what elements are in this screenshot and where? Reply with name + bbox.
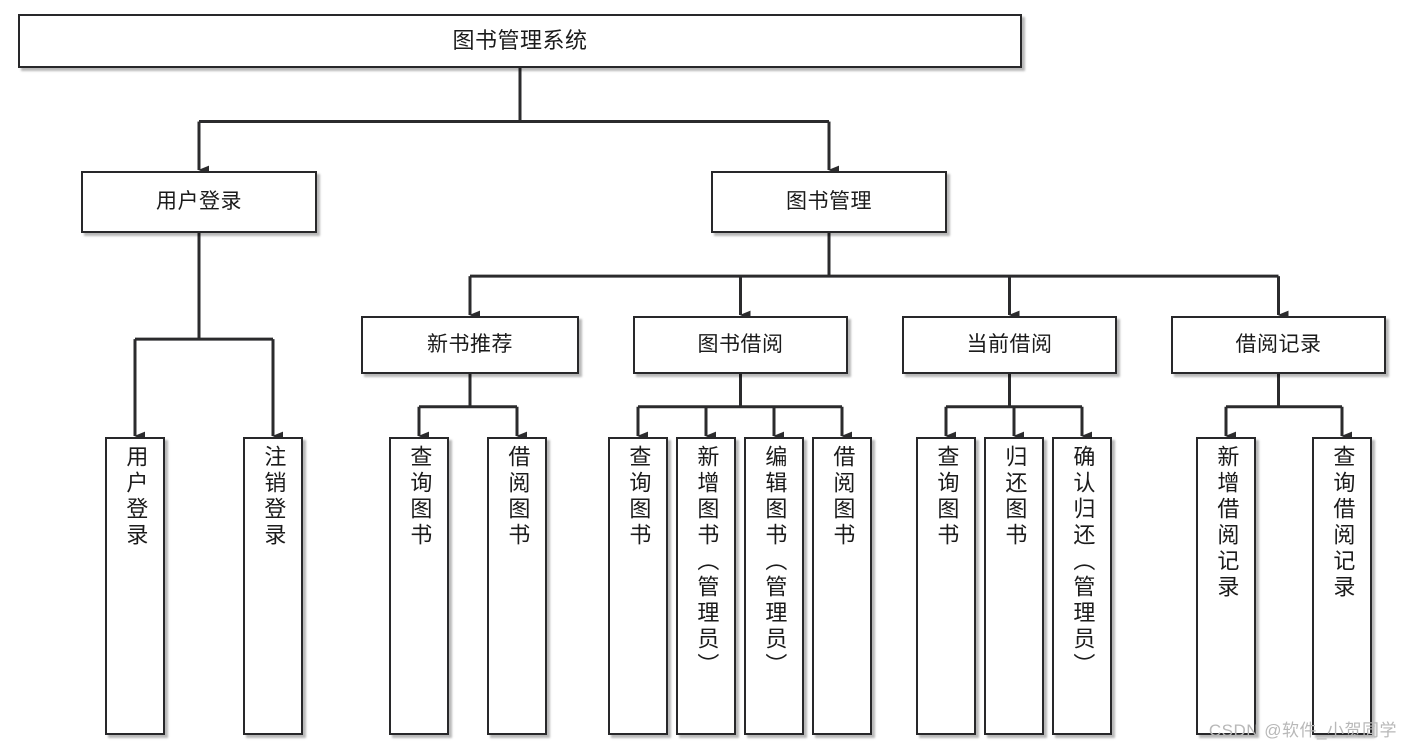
node-leaf-query-book-borrow[interactable]: 查询图书	[608, 437, 668, 735]
node-label: 用户登录	[156, 189, 242, 213]
node-label: 图书管理系统	[452, 28, 588, 54]
node-root[interactable]: 图书管理系统	[18, 14, 1022, 68]
node-user-login[interactable]: 用户登录	[81, 171, 317, 233]
node-leaf-user-logout[interactable]: 注销登录	[243, 437, 303, 735]
node-label: 当前借阅	[966, 332, 1053, 356]
node-label: 查询图书	[934, 445, 960, 549]
node-borrow-record[interactable]: 借阅记录	[1171, 316, 1386, 374]
node-leaf-query-book-cur[interactable]: 查询图书	[916, 437, 976, 735]
node-leaf-edit-book[interactable]: 编辑图书（管理员）	[744, 437, 804, 735]
node-label: 新增图书（管理员）	[694, 445, 720, 679]
node-label: 归还图书	[1002, 445, 1028, 549]
node-label: 借阅记录	[1235, 332, 1322, 356]
node-leaf-borrow-book[interactable]: 借阅图书	[812, 437, 872, 735]
node-label: 图书管理	[786, 189, 872, 213]
node-book-mgmt[interactable]: 图书管理	[711, 171, 947, 233]
node-label: 查询借阅记录	[1330, 445, 1356, 601]
node-new-book-rec[interactable]: 新书推荐	[361, 316, 579, 374]
node-label: 查询图书	[626, 445, 652, 549]
connector-group	[133, 68, 1353, 441]
node-leaf-query-book-rec[interactable]: 查询图书	[389, 437, 449, 735]
node-label: 新增借阅记录	[1214, 445, 1240, 601]
node-leaf-borrow-book-rec[interactable]: 借阅图书	[487, 437, 547, 735]
node-leaf-user-login[interactable]: 用户登录	[105, 437, 165, 735]
node-leaf-confirm-return[interactable]: 确认归还（管理员）	[1052, 437, 1112, 735]
watermark-text: CSDN @软件_小贺同学	[1208, 721, 1397, 740]
node-label: 编辑图书（管理员）	[762, 445, 788, 679]
node-label: 注销登录	[261, 445, 287, 549]
node-label: 借阅图书	[830, 445, 856, 549]
node-label: 借阅图书	[505, 445, 531, 549]
node-label: 确认归还（管理员）	[1070, 445, 1096, 679]
node-label: 图书借阅	[697, 332, 784, 356]
node-current-borrow[interactable]: 当前借阅	[902, 316, 1117, 374]
node-leaf-query-record[interactable]: 查询借阅记录	[1312, 437, 1372, 735]
node-label: 用户登录	[123, 445, 149, 549]
node-leaf-return-book[interactable]: 归还图书	[984, 437, 1044, 735]
node-label: 查询图书	[407, 445, 433, 549]
node-leaf-add-book[interactable]: 新增图书（管理员）	[676, 437, 736, 735]
node-label: 新书推荐	[427, 332, 513, 356]
node-book-borrow[interactable]: 图书借阅	[633, 316, 848, 374]
node-leaf-add-record[interactable]: 新增借阅记录	[1196, 437, 1256, 735]
